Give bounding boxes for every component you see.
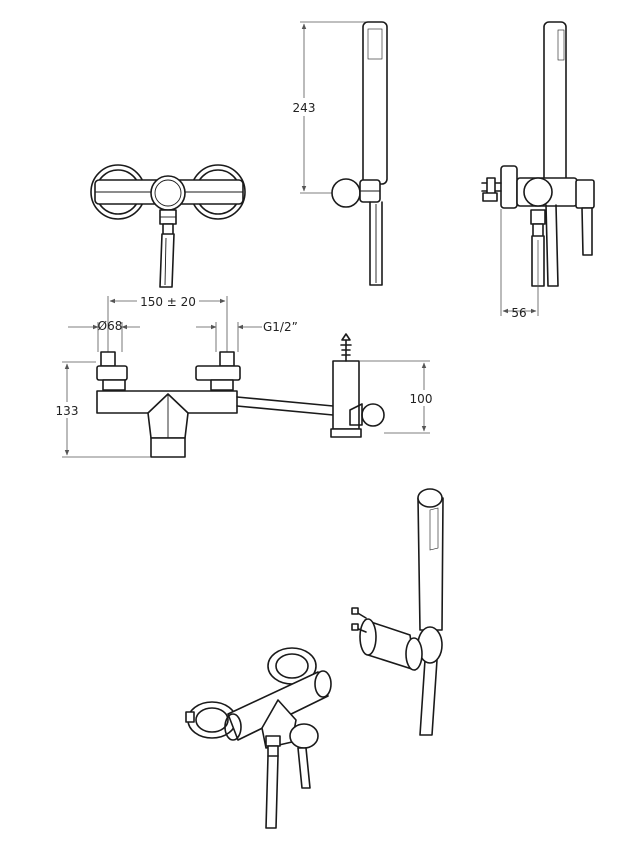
dim-150-label: 150 ± 20 xyxy=(140,295,196,309)
handshower-front-view: 243 xyxy=(290,21,388,286)
dim-100-label: 100 xyxy=(410,392,433,406)
mixer-front-view xyxy=(90,164,246,288)
dim-thread-label: G1/2” xyxy=(263,320,298,334)
mixer-side-view: 56 xyxy=(481,21,595,320)
handshower-isometric-view xyxy=(351,488,444,736)
mixer-isometric-view xyxy=(185,647,332,829)
mixer-plan-view: 150 ± 20 Ø68 G1/2” xyxy=(53,293,436,458)
dim-133-label: 133 xyxy=(56,404,79,418)
dim-243-label: 243 xyxy=(293,101,316,115)
dim-56-label: 56 xyxy=(511,306,526,320)
dim-diameter-label: Ø68 xyxy=(98,319,123,333)
